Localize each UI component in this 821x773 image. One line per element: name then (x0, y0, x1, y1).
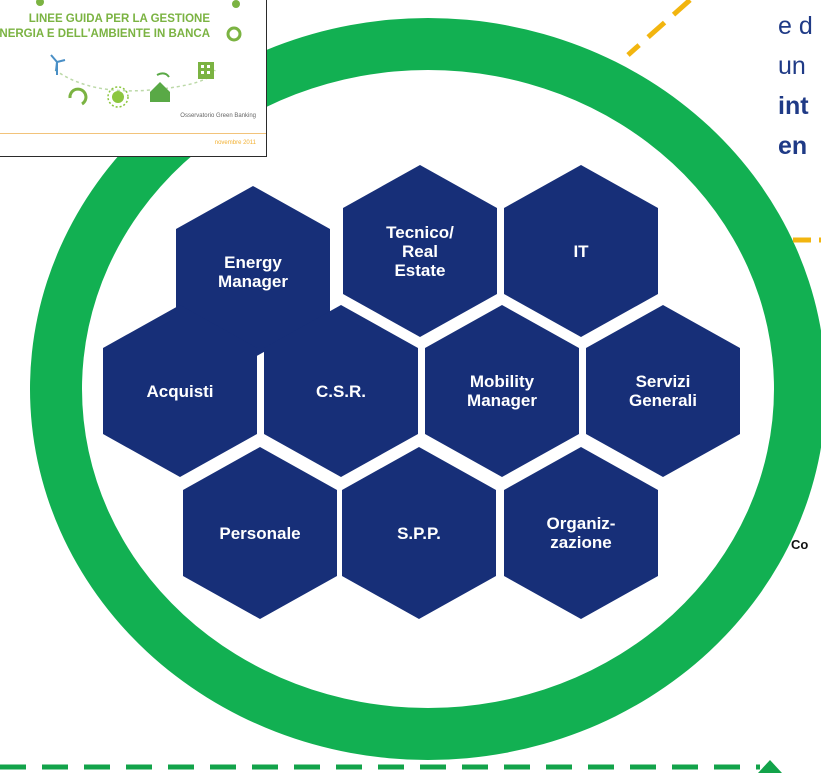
cover-title-line1: LINEE GUIDA PER LA GESTIONE (28, 13, 210, 25)
hex-label: C.S.R. (315, 381, 367, 401)
guideline-cover: LINEE GUIDA PER LA GESTIONE 'ENERGIA E D… (0, 0, 267, 157)
yellow-dashed-diagonal (626, 0, 692, 57)
top-dot-icon (232, 0, 240, 8)
cover-title: LINEE GUIDA PER LA GESTIONE 'ENERGIA E D… (0, 12, 210, 42)
hex-label: IT (573, 241, 589, 261)
hex-tecnico-real-estate: Tecnico/ Real Estate (343, 165, 497, 337)
hex-label: Servizi Generali (628, 372, 698, 410)
hex-label: Organiz- zazione (546, 514, 616, 552)
hex-label: Acquisti (146, 381, 214, 401)
hex-organizzazione: Organiz- zazione (504, 447, 658, 619)
hex-servizi-generali: Servizi Generali (586, 305, 740, 477)
sun-icon (107, 86, 129, 108)
right-text-line: un (778, 52, 806, 80)
curve-line (54, 69, 216, 92)
wind-turbine-icon (50, 54, 66, 75)
right-text-line-bold: int (778, 92, 809, 120)
cover-title-line2: 'ENERGIA E DELL'AMBIENTE IN BANCA (0, 28, 210, 40)
right-side-text: e d un int en (778, 6, 813, 166)
hex-it: IT (504, 165, 658, 337)
hex-label: Tecnico/ Real Estate (386, 222, 454, 280)
hex-label: Energy Manager (218, 253, 288, 291)
right-text-line: e d (778, 12, 813, 40)
hex-label: S.P.P. (397, 523, 441, 543)
green-arrow-head (758, 760, 782, 773)
right-text-line-bold: en (778, 132, 808, 160)
recycle-icon (68, 87, 88, 106)
ring-icon (226, 26, 242, 42)
top-dot-icon (36, 0, 44, 6)
building-icon (198, 62, 214, 79)
house-icon (150, 72, 170, 102)
cover-divider (0, 133, 266, 134)
cover-publisher: Osservatorio Green Banking (180, 113, 256, 119)
hex-label: Personale (219, 523, 301, 543)
cover-icons (36, 0, 242, 108)
hex-label: Mobility Manager (467, 372, 537, 410)
side-label: Co (791, 537, 809, 552)
cover-date: novembre 2011 (214, 140, 256, 146)
